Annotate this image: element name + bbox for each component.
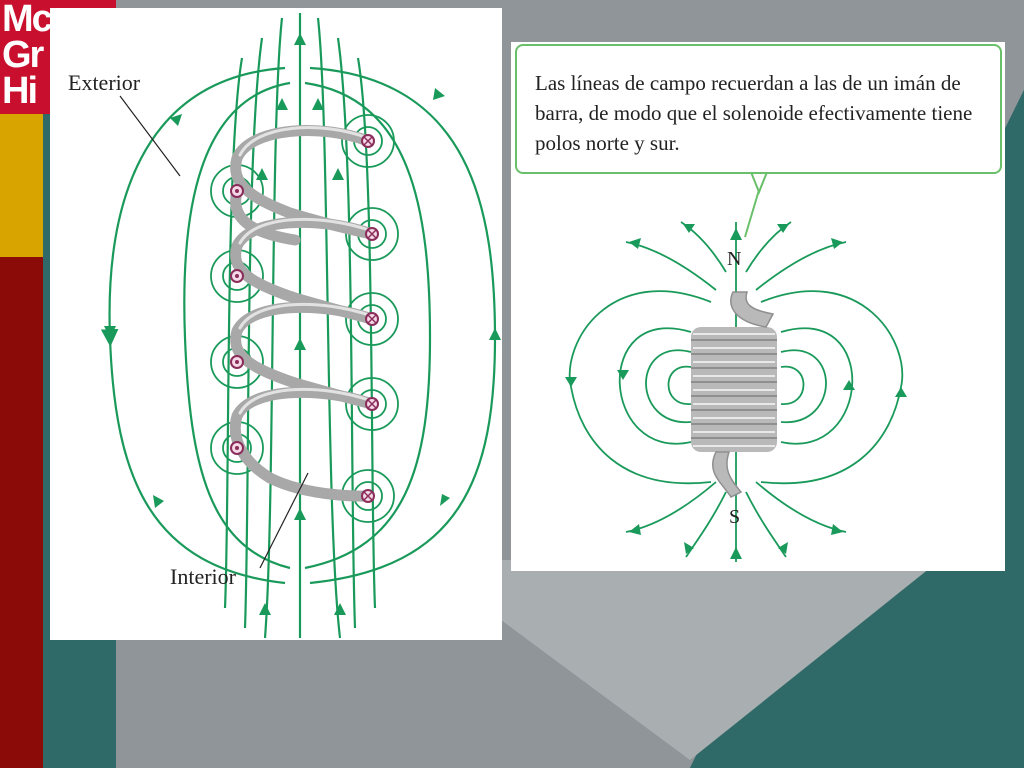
callout-text: Las líneas de campo recuerdan a las de u… (535, 71, 973, 155)
wire-cross-sections (230, 134, 379, 503)
callout-pointer-line (744, 189, 760, 238)
stripe-maroon (0, 257, 43, 768)
pole-south-label: S (729, 506, 741, 528)
stripe-gold (0, 114, 43, 257)
field-line-mid-right (304, 81, 432, 570)
field-line-outer-right (309, 66, 497, 585)
field-loop-left-outer (618, 327, 692, 445)
label-interior: Interior (170, 564, 236, 589)
bar-magnet-field-diagram (565, 171, 907, 562)
callout-box: Las líneas de campo recuerdan a las de u… (515, 44, 1002, 174)
field-line-outer-left (100, 66, 286, 585)
field-line-mid-left (183, 81, 291, 570)
label-exterior: Exterior (68, 70, 141, 95)
exterior-leader-line (119, 95, 181, 177)
field-arrowheads (104, 33, 501, 615)
field-arrowheads-right (565, 224, 907, 559)
interior-leader-line (259, 472, 309, 569)
logo-line-3: Hi (2, 70, 38, 112)
solenoid-field-diagram (100, 13, 501, 639)
field-loop-right-outer (780, 327, 854, 445)
pole-north-label: N (727, 248, 742, 270)
solenoid-body (691, 291, 777, 498)
logo-line-1: Mc (2, 0, 53, 40)
logo-line-2: Gr (2, 34, 44, 76)
left-figure-panel: Exterior Interior (50, 8, 502, 640)
